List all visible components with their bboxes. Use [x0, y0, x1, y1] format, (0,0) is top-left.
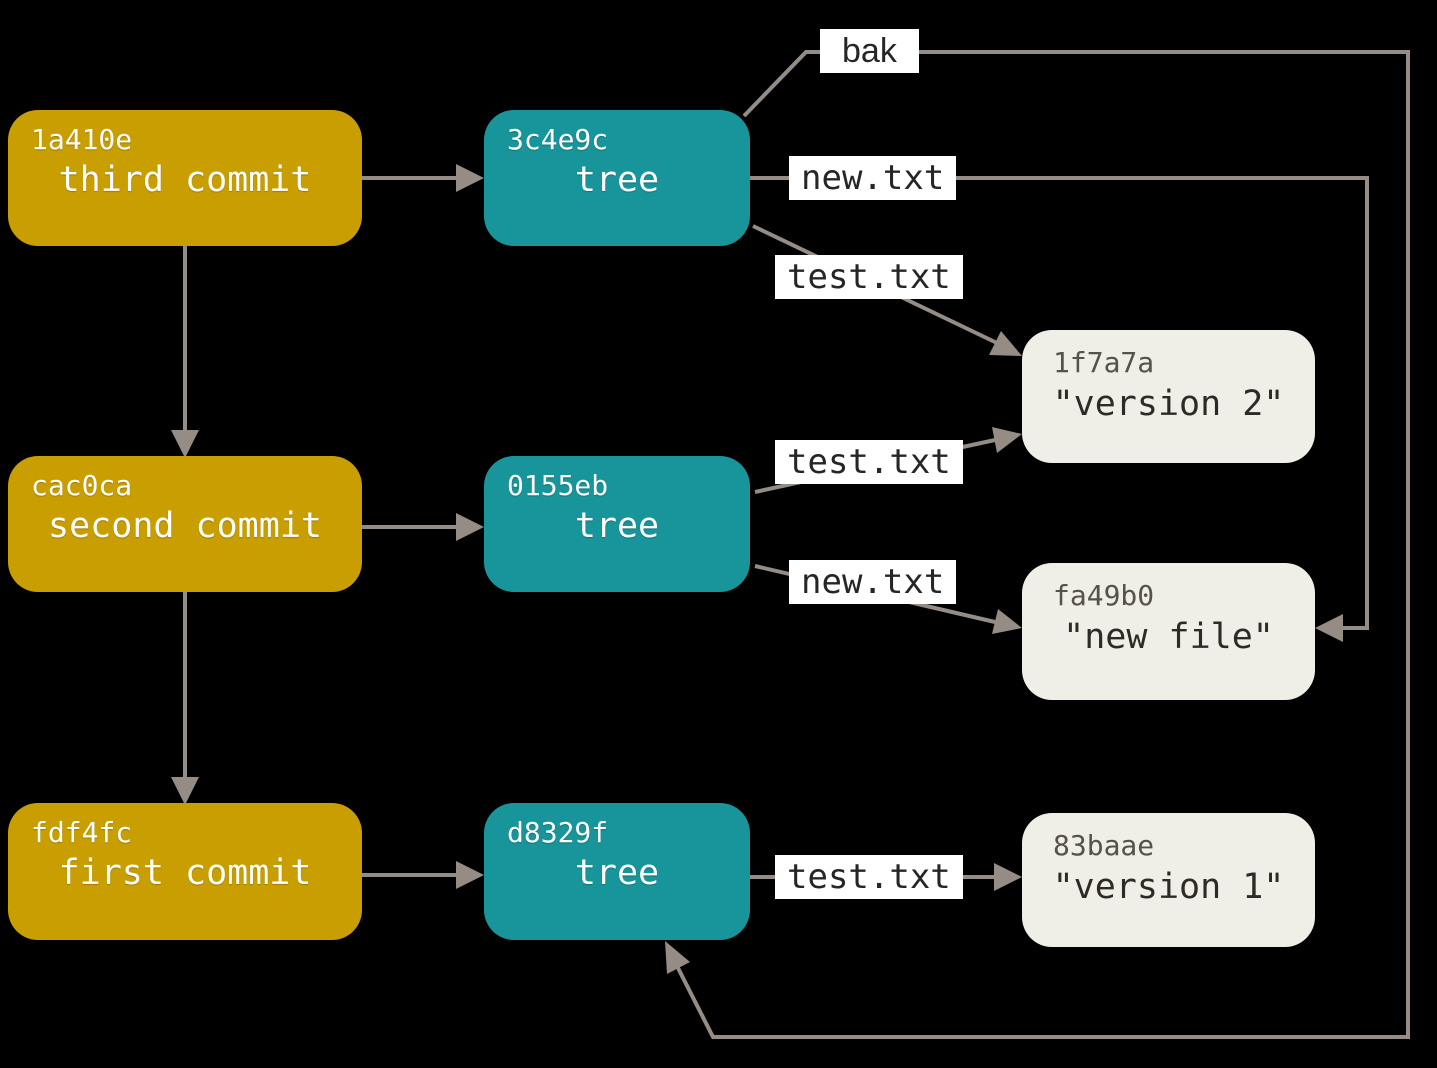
commit-second-label: second commit — [48, 506, 322, 546]
edge-third-tree-new-line — [750, 176, 1369, 630]
blob-version2-label: "version 2" — [1052, 384, 1285, 424]
commit-node-first: fdf4fc first commit — [8, 803, 362, 940]
arrowhead-second-tree-new — [992, 609, 1022, 634]
tree-third-label: tree — [574, 160, 660, 200]
tree-second-id: 0155eb — [507, 469, 609, 502]
commit-node-second: cac0ca second commit — [8, 456, 362, 592]
commit-first-label: first commit — [58, 853, 312, 893]
arrowhead-bak — [665, 941, 690, 974]
arrowhead-third-tree-new — [1315, 614, 1343, 642]
tree-third-id: 3c4e9c — [507, 123, 609, 156]
commit-third-id: 1a410e — [31, 123, 133, 156]
edge-label-test-txt-first: test.txt — [775, 855, 963, 899]
tree-node-second: 0155eb tree — [484, 456, 750, 592]
tree-node-first: d8329f tree — [484, 803, 750, 940]
blob-version1-label: "version 1" — [1052, 867, 1285, 907]
commit-third-label: third commit — [58, 160, 312, 200]
arrowhead-commit-third-to-tree — [456, 164, 484, 192]
tree-first-label: tree — [574, 853, 660, 893]
arrowhead-first-tree-test — [994, 863, 1022, 891]
arrowhead-third-to-second-commit — [171, 430, 199, 458]
commit-second-id: cac0ca — [31, 469, 133, 502]
edge-label-test-txt-third: test.txt — [775, 255, 963, 299]
commit-node-third: 1a410e third commit — [8, 110, 362, 246]
edge-label-bak: bak — [820, 29, 919, 73]
arrowhead-commit-second-to-tree — [456, 513, 484, 541]
edge-label-new-txt-second: new.txt — [789, 560, 957, 604]
blob-node-version2: 1f7a7a "version 2" — [1022, 330, 1315, 463]
blob-version2-id: 1f7a7a — [1053, 346, 1155, 379]
commit-first-id: fdf4fc — [31, 816, 133, 849]
tree-first-id: d8329f — [507, 816, 609, 849]
tree-node-third: 3c4e9c tree — [484, 110, 750, 246]
edge-label-new-txt-third: new.txt — [789, 156, 957, 200]
blob-newfile-id: fa49b0 — [1053, 579, 1155, 612]
arrowhead-second-tree-test — [992, 427, 1022, 453]
blob-node-version1: 83baae "version 1" — [1022, 813, 1315, 947]
edge-bak-line — [676, 50, 1410, 1039]
arrowhead-commit-first-to-tree — [456, 861, 484, 889]
edge-label-test-txt-second: test.txt — [775, 440, 963, 484]
blob-version1-id: 83baae — [1053, 829, 1155, 862]
arrowhead-third-tree-test — [989, 331, 1022, 356]
tree-second-label: tree — [574, 506, 660, 546]
arrowhead-second-to-first-commit — [171, 777, 199, 805]
blob-newfile-label: "new file" — [1063, 617, 1274, 657]
blob-node-newfile: fa49b0 "new file" — [1022, 563, 1315, 700]
